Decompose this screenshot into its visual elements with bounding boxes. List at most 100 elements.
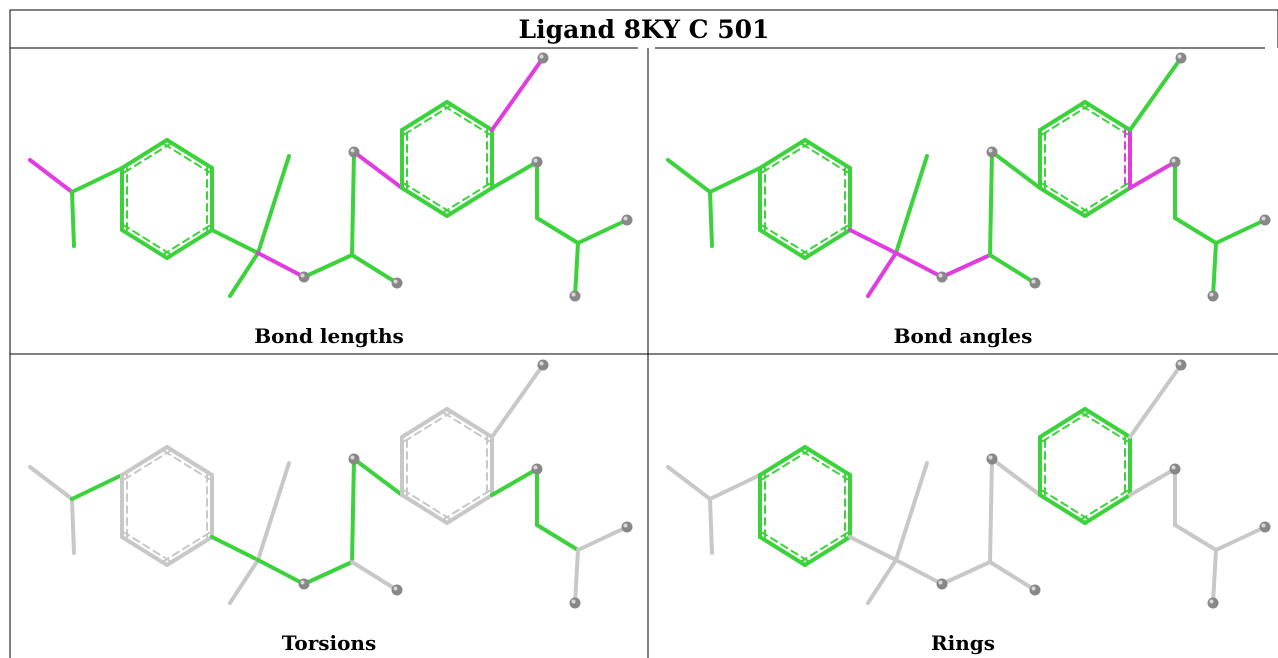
bond-r2-r3 — [165, 138, 214, 170]
bond-r4-r5 — [803, 535, 852, 567]
atom-highlight-o1 — [300, 580, 305, 585]
bond-dash-s2-s3 — [443, 412, 491, 443]
bond-c11-e1 — [1214, 218, 1267, 245]
bond-c11-e1 — [576, 218, 629, 245]
bond-dash-s4-s5 — [1081, 489, 1129, 520]
bond-r5-r6 — [120, 535, 169, 567]
atom-highlight-os — [533, 465, 538, 470]
atom-highlight-ms — [539, 54, 544, 59]
atom-os — [1169, 463, 1181, 475]
atom-ms — [537, 359, 549, 371]
bond-dash-s5-s6 — [403, 182, 451, 213]
bond-r5-r6 — [120, 228, 169, 260]
bond-c11-e2 — [573, 548, 580, 605]
atom-cm — [391, 277, 403, 289]
bond-dash-s4-s5 — [443, 182, 491, 213]
atom-highlight-o1 — [938, 273, 943, 278]
atom-ms — [537, 52, 549, 64]
bond-dash-r4-r5 — [163, 531, 211, 562]
panel-bond-angles — [666, 52, 1271, 302]
bond-s1-s2 — [400, 100, 449, 132]
atom-highlight-ms — [539, 361, 544, 366]
bond-dash-s5-s6 — [1041, 489, 1089, 520]
bond-q-o1 — [894, 251, 944, 279]
bond-dash-s4-s5 — [1081, 182, 1129, 213]
atom-o1 — [298, 271, 310, 283]
atom-highlight-cm — [393, 586, 398, 591]
bond-c11-e2 — [1211, 548, 1218, 605]
atom-o2 — [348, 146, 360, 158]
bond-s2-s3 — [445, 407, 494, 439]
atom-os — [1169, 156, 1181, 168]
bond-m2-r1 — [708, 166, 762, 194]
bond-dash-r5-r6 — [761, 531, 809, 562]
atom-highlight-o2 — [350, 455, 355, 460]
bond-c7-cm — [350, 560, 399, 592]
bond-s4-s5 — [445, 186, 494, 218]
atom-highlight-o1 — [300, 273, 305, 278]
atom-highlight-os — [1171, 465, 1176, 470]
bond-s3-ms — [490, 363, 545, 439]
bond-r1-r2 — [120, 138, 169, 170]
bond-q-u1 — [894, 461, 929, 562]
bond-s4-os — [1128, 467, 1177, 497]
bond-m1-m2 — [666, 158, 712, 194]
bond-c10-c11 — [535, 523, 580, 552]
bond-s3-ms — [1128, 363, 1183, 439]
bond-dash-r2-r3 — [801, 143, 849, 174]
bond-s2-s3 — [1083, 407, 1132, 439]
atom-highlight-e2 — [571, 599, 576, 604]
bond-o2-s6 — [990, 150, 1042, 190]
bond-c7-cm — [350, 253, 399, 285]
bond-m2-m3 — [708, 497, 714, 555]
bond-c7-cm — [988, 253, 1037, 285]
atom-highlight-cm — [1031, 279, 1036, 284]
atom-highlight-o2 — [988, 148, 993, 153]
bond-m2-r1 — [70, 166, 124, 194]
panel-bond-lengths — [28, 52, 633, 302]
bond-r4-q — [210, 535, 260, 562]
bond-r4-r5 — [165, 228, 214, 260]
bond-o2-s6 — [990, 457, 1042, 497]
bond-dash-r5-r6 — [761, 224, 809, 255]
bond-o1-c7 — [940, 253, 992, 279]
bond-r4-q — [848, 535, 898, 562]
atom-highlight-o1 — [938, 580, 943, 585]
bond-s3-ms — [490, 56, 545, 132]
bond-s4-os — [490, 467, 539, 497]
atom-os — [531, 463, 543, 475]
atom-e2 — [1207, 597, 1219, 609]
bond-r5-r6 — [758, 535, 807, 567]
bond-dash-r4-r5 — [801, 531, 849, 562]
bond-s4-s5 — [1083, 493, 1132, 525]
atom-highlight-e1 — [623, 216, 628, 221]
atom-highlight-o2 — [988, 455, 993, 460]
bond-c11-e2 — [573, 241, 580, 298]
bond-c7-cm — [988, 560, 1037, 592]
bond-r4-q — [848, 228, 898, 255]
bond-dash-s1-s2 — [1041, 105, 1089, 136]
bond-r4-r5 — [803, 228, 852, 260]
bond-dash-r2-r3 — [163, 143, 211, 174]
bond-c10-c11 — [535, 216, 580, 245]
bond-q-o1 — [894, 558, 944, 586]
bond-s4-os — [490, 160, 539, 190]
atom-cm — [391, 584, 403, 596]
atom-o2 — [348, 453, 360, 465]
atom-ms — [1175, 359, 1187, 371]
bond-q-u2 — [228, 251, 260, 298]
bond-q-o1 — [256, 558, 306, 586]
atom-highlight-cm — [1031, 586, 1036, 591]
atom-highlight-o2 — [350, 148, 355, 153]
bond-dash-r5-r6 — [123, 531, 171, 562]
atom-o2 — [986, 453, 998, 465]
bond-s3-ms — [1128, 56, 1183, 132]
bond-dash-s2-s3 — [1081, 105, 1129, 136]
bond-dash-s2-s3 — [1081, 412, 1129, 443]
panel-label-torsions: Torsions — [281, 631, 377, 655]
figure-title: Ligand 8KY C 501 — [518, 14, 770, 44]
bond-q-u2 — [866, 251, 898, 298]
bond-s1-s2 — [1038, 100, 1087, 132]
